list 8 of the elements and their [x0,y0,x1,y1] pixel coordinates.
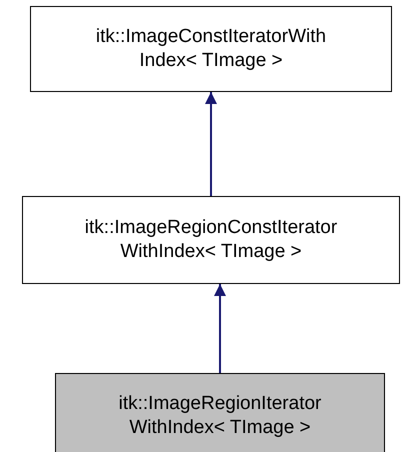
class-name: itk::ImageRegionIterator WithIndex< TImage > [118,392,322,440]
inheritance-arrow [214,284,226,373]
class-box [30,6,392,92]
class-name: itk::ImageConstIteratorWith Index< TImage > [94,25,328,73]
inheritance-arrow [205,92,217,196]
class-name: itk::ImageRegionConstIterator WithIndex< TImage > [84,216,338,264]
class-box [22,196,400,284]
current-class-box [55,373,385,452]
